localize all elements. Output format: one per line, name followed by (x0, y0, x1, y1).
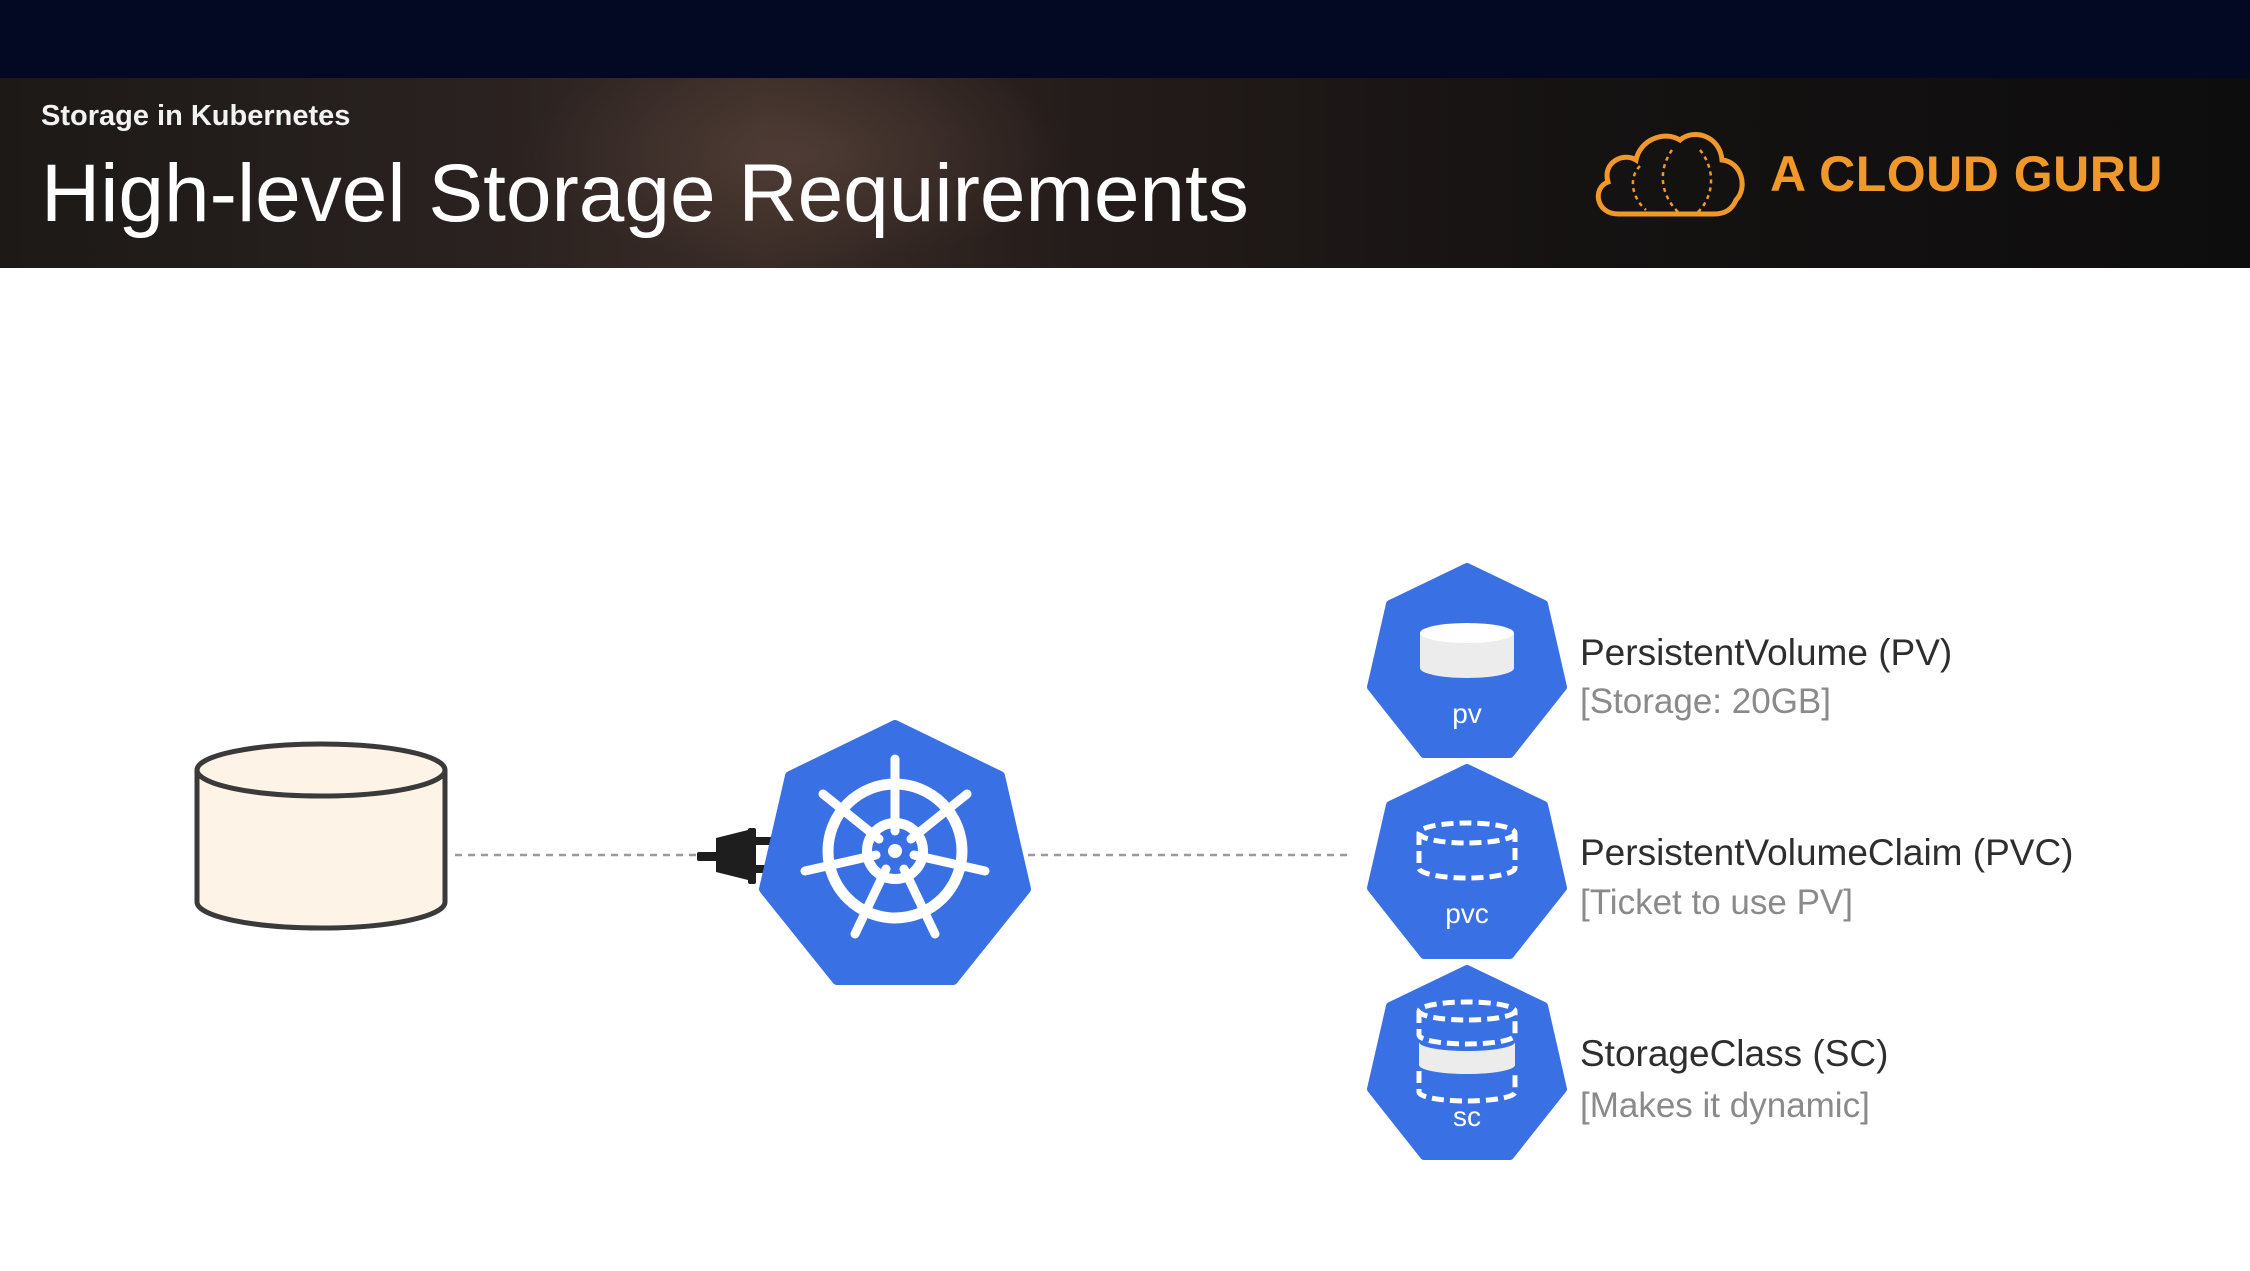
sc-name-label: StorageClass (SC) (1580, 1033, 1889, 1074)
plug-icon (697, 828, 771, 884)
slide-header: Storage in Kubernetes High-level Storage… (0, 78, 2250, 268)
pv-detail-label: [Storage: 20GB] (1580, 682, 1831, 721)
pvc-icon: pvc (1367, 764, 1567, 959)
slide-subtitle: Storage in Kubernetes (41, 100, 351, 132)
pvc-name-label: PersistentVolumeClaim (PVC) (1580, 832, 2074, 873)
pv-abbr-label: pv (1452, 698, 1482, 729)
cloud-logo-icon (1595, 132, 1745, 217)
sc-detail-label: [Makes it dynamic] (1580, 1086, 1870, 1125)
diagram-canvas: pv pvc sc (194, 563, 1567, 1160)
pv-name-label: PersistentVolume (PV) (1580, 632, 1953, 673)
sc-icon: sc (1367, 965, 1567, 1160)
pvc-detail-label: [Ticket to use PV] (1580, 883, 1853, 922)
top-bar (0, 0, 2250, 78)
storage-cylinder-icon (194, 741, 448, 931)
sc-abbr-label: sc (1453, 1101, 1481, 1132)
pvc-abbr-label: pvc (1445, 898, 1489, 929)
brand-logo: A CLOUD GURU (1588, 126, 2163, 222)
header-background-photo (520, 78, 1080, 268)
brand-name: A CLOUD GURU (1770, 146, 2164, 202)
slide-title: High-level Storage Requirements (41, 148, 1249, 239)
pv-icon: pv (1367, 563, 1567, 758)
kubernetes-helm-icon (759, 720, 1031, 985)
storage-diagram: pv pvc sc PersistentVolume (PV) [Storage… (0, 268, 2250, 1266)
